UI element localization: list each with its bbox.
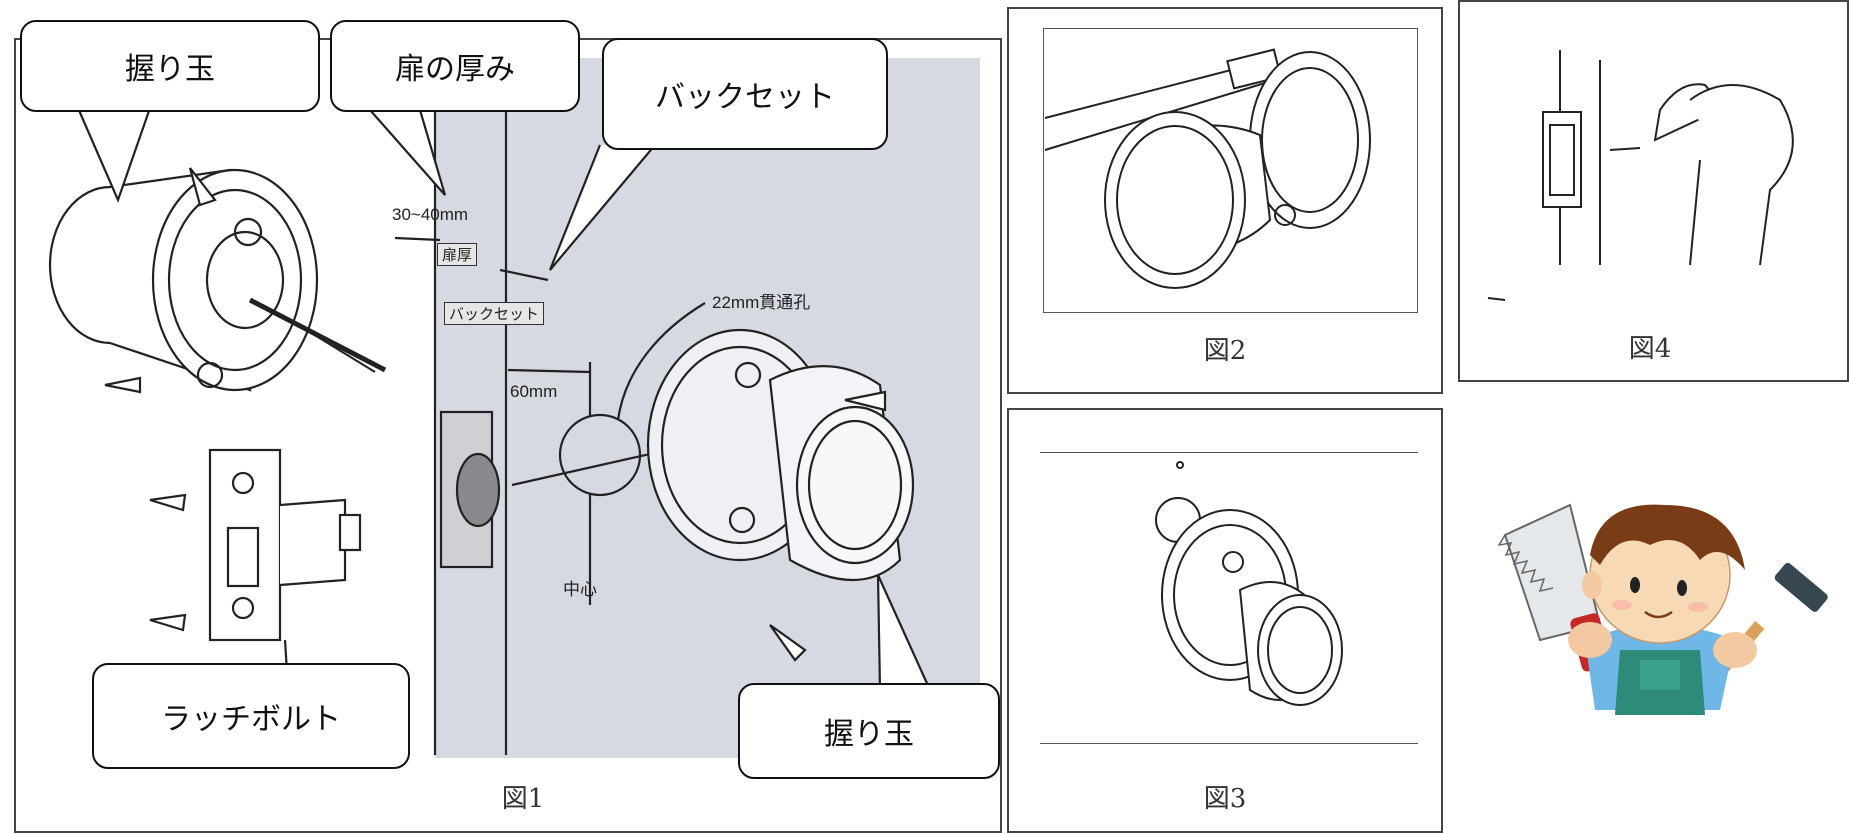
center-label: 中心 [563, 580, 597, 599]
figure-3-caption: 図3 [1203, 784, 1247, 814]
figure-4-caption: 図4 [1628, 334, 1672, 364]
door-thickness-callout: 扉の厚み [330, 20, 580, 112]
knob-callout-top: 握り玉 [20, 20, 320, 112]
door-thickness-box: 扉厚 [437, 243, 478, 266]
figure-4-panel [1458, 0, 1849, 382]
knob-callout-bottom: 握り玉 [738, 683, 1000, 779]
latch-bolt-callout: ラッチボルト [92, 663, 410, 769]
figure-1-caption: 図1 [501, 784, 545, 814]
through-hole-label: 22mm貫通孔 [712, 293, 811, 312]
backset-value-label: 60mm [510, 382, 558, 401]
figure-2-caption: 図2 [1203, 336, 1247, 366]
backset-callout: バックセット [602, 38, 888, 150]
thickness-range-label: 30~40mm [392, 205, 469, 224]
backset-box: バックセット [444, 302, 545, 325]
